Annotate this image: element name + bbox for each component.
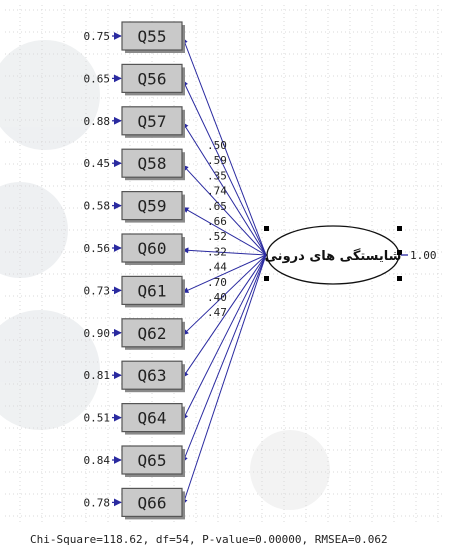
error-variance: 0.75 bbox=[84, 30, 111, 43]
indicator-label: Q59 bbox=[138, 197, 167, 216]
loading-path bbox=[182, 122, 267, 256]
loading-value: .32 bbox=[207, 245, 227, 258]
latent-label: شایستگی های درونی bbox=[265, 248, 402, 264]
indicator-label: Q56 bbox=[138, 69, 167, 88]
error-variance: 0.88 bbox=[84, 115, 111, 128]
indicator-q64[interactable]: Q64 bbox=[121, 403, 185, 435]
error-variance: 0.78 bbox=[84, 496, 111, 509]
indicator-box[interactable] bbox=[121, 445, 183, 475]
loading-path bbox=[182, 164, 267, 256]
fit-statistics: Chi-Square=118.62, df=54, P-value=0.0000… bbox=[30, 533, 388, 546]
indicator-q63[interactable]: Q63 bbox=[121, 360, 185, 393]
loading-value: .47 bbox=[207, 306, 227, 319]
error-variance: 0.90 bbox=[84, 327, 111, 340]
loading-path bbox=[182, 254, 267, 336]
indicator-label: Q65 bbox=[138, 451, 167, 470]
loading-value: .52 bbox=[207, 230, 227, 243]
selection-handle[interactable] bbox=[264, 276, 269, 281]
loading-value: .70 bbox=[207, 276, 227, 289]
loading-value: .40 bbox=[207, 291, 227, 304]
indicator-q55[interactable]: Q55 bbox=[121, 21, 185, 53]
indicator-label: Q58 bbox=[138, 154, 167, 173]
loading-paths: .50 .59 .35 .74 .65 .66 .52 .32 .44 .70 .40 .47 bbox=[181, 37, 267, 505]
loading-path bbox=[182, 254, 267, 421]
latent-variable[interactable]: شایستگی های درونی 1.00 bbox=[264, 225, 437, 285]
indicator-label: Q63 bbox=[138, 366, 167, 385]
indicator-box[interactable] bbox=[121, 487, 183, 517]
indicator-box[interactable] bbox=[121, 318, 183, 348]
loading-path bbox=[182, 247, 267, 256]
error-variance: 0.45 bbox=[84, 157, 111, 170]
error-variance: 0.56 bbox=[84, 242, 111, 255]
indicator-label: Q55 bbox=[138, 27, 167, 46]
loading-value: .74 bbox=[207, 185, 227, 198]
indicator-q56[interactable]: Q56 bbox=[121, 63, 185, 96]
indicator-label: Q57 bbox=[138, 112, 167, 131]
watermark-logo bbox=[0, 40, 330, 510]
loading-value: .66 bbox=[207, 215, 227, 228]
error-variance: 0.51 bbox=[84, 412, 111, 425]
indicator-box[interactable] bbox=[121, 63, 183, 94]
indicator-label: Q61 bbox=[138, 281, 167, 300]
indicator-box[interactable] bbox=[121, 360, 183, 390]
latent-variance-label: 1.00 bbox=[410, 249, 437, 262]
indicator-box[interactable] bbox=[121, 21, 183, 51]
loading-path bbox=[182, 254, 267, 378]
indicator-q60[interactable]: Q60 bbox=[121, 233, 185, 265]
error-variance: 0.65 bbox=[84, 72, 111, 85]
loading-path bbox=[182, 207, 267, 256]
indicator-q58[interactable]: Q58 bbox=[121, 148, 185, 181]
loading-value: .50 bbox=[207, 139, 227, 152]
loading-path bbox=[182, 79, 267, 256]
indicator-q65[interactable]: Q65 bbox=[121, 445, 185, 477]
loading-path bbox=[181, 254, 267, 505]
indicator-q57[interactable]: Q57 bbox=[121, 106, 185, 138]
indicator-q59[interactable]: Q59 bbox=[121, 191, 185, 223]
selection-handle[interactable] bbox=[397, 226, 402, 231]
indicator-box[interactable] bbox=[121, 403, 183, 433]
indicator-box[interactable] bbox=[121, 191, 183, 221]
error-variance: 0.84 bbox=[84, 454, 111, 467]
error-variance: 0.73 bbox=[84, 284, 111, 297]
indicator-label: Q64 bbox=[138, 409, 167, 428]
loading-value: .35 bbox=[207, 169, 227, 182]
error-variance: 0.81 bbox=[84, 369, 111, 382]
loading-path bbox=[182, 254, 267, 293]
indicator-box[interactable] bbox=[121, 275, 183, 305]
loading-value: .59 bbox=[207, 154, 227, 167]
indicator-label: Q62 bbox=[138, 324, 167, 343]
selection-handle[interactable] bbox=[397, 276, 402, 281]
error-variance: 0.58 bbox=[84, 200, 111, 213]
loading-value: .44 bbox=[207, 261, 227, 274]
selection-handle[interactable] bbox=[264, 226, 269, 231]
indicator-box[interactable] bbox=[121, 106, 183, 136]
selection-handle[interactable] bbox=[397, 250, 402, 255]
indicator-label: Q66 bbox=[138, 493, 167, 512]
indicator-q66[interactable]: Q66 bbox=[121, 487, 185, 520]
loading-value: .65 bbox=[207, 200, 227, 213]
loading-path bbox=[182, 37, 267, 256]
indicator-q61[interactable]: Q61 bbox=[121, 275, 185, 308]
loading-path bbox=[182, 254, 267, 463]
indicator-box[interactable] bbox=[121, 148, 183, 178]
indicator-box[interactable] bbox=[121, 233, 183, 263]
indicator-q62[interactable]: Q62 bbox=[121, 318, 185, 350]
indicator-label: Q60 bbox=[138, 239, 167, 258]
